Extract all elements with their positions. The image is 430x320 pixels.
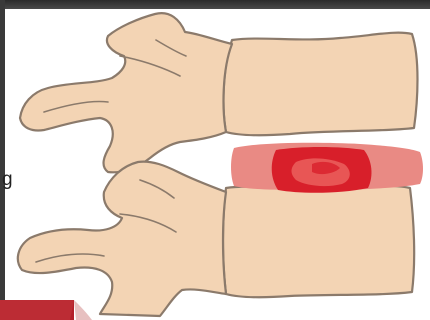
inset-edge	[74, 300, 92, 320]
lower-posterior-elements	[18, 162, 226, 316]
upper-posterior-elements	[20, 13, 232, 172]
photo-inset-fragment	[0, 300, 92, 320]
upper-vertebral-body	[224, 33, 418, 136]
lower-vertebral-body	[223, 186, 414, 298]
intervertebral-disc	[231, 143, 423, 193]
cut-off-caption-text: g	[2, 170, 13, 189]
inset-shading	[0, 300, 74, 320]
